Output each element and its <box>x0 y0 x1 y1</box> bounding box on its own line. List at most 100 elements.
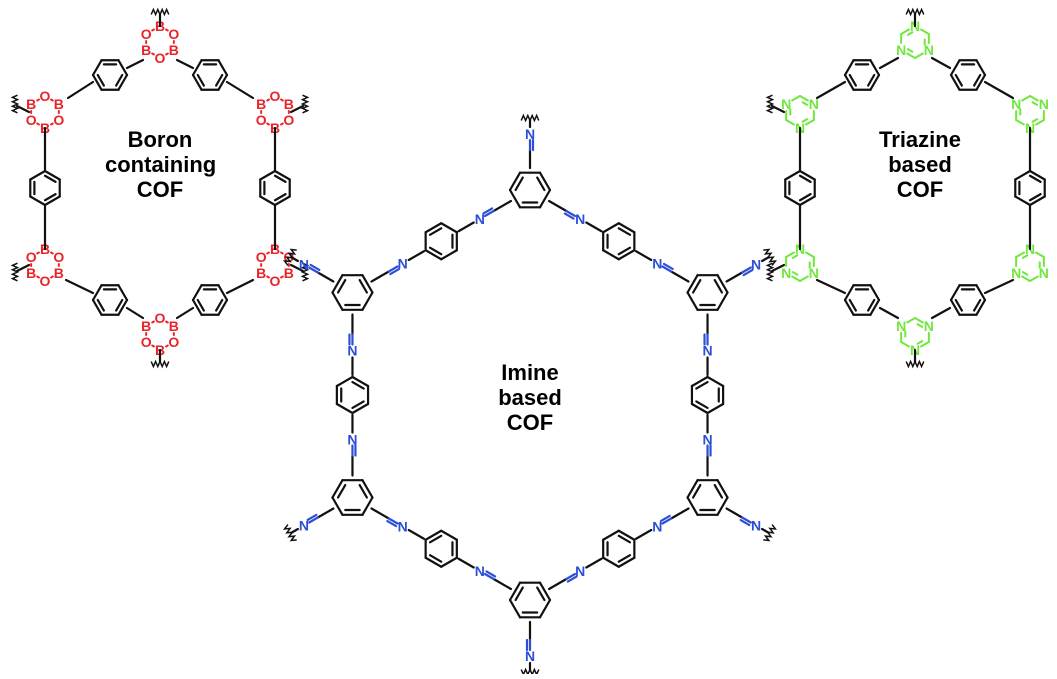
triazine-ring-bond <box>906 31 914 36</box>
triazine-ring-bond <box>1021 275 1031 282</box>
triazine-ring-bond <box>920 341 930 348</box>
imine-cof-label-line2: based <box>498 385 562 410</box>
imine-double-bond <box>483 209 495 218</box>
imine-cof-label: Imine based COF <box>485 360 575 435</box>
imine-double-bond <box>387 517 399 525</box>
imine-double-bond <box>389 267 401 276</box>
boroxine-ring-bond <box>36 122 40 126</box>
imine-single-bond <box>634 528 653 540</box>
boroxine-ring-atom: O <box>26 249 37 265</box>
terminal-bond <box>770 104 786 114</box>
triazine-ring-bond <box>906 317 916 324</box>
imine-double-bond <box>485 570 497 578</box>
imine-nitrogen: N <box>652 256 662 272</box>
boroxine-ring-atom: O <box>40 273 51 289</box>
node-bond <box>547 577 568 591</box>
imine-double-bond <box>565 572 577 581</box>
boroxine-ring-atom: O <box>155 50 166 66</box>
boroxine-ring-bond <box>165 28 169 32</box>
wavy-bond-icon <box>10 262 20 282</box>
phenylene-ring <box>843 284 881 316</box>
phenylene-linker <box>690 375 725 415</box>
imine-nitrogen: N <box>475 563 485 579</box>
triazine-ring-atom: N <box>896 42 906 58</box>
boroxine-ring-atom: O <box>26 112 37 128</box>
triazine-ring-atom: N <box>781 265 791 281</box>
node-bond <box>670 507 690 520</box>
imine-nitrogen: N <box>398 519 408 535</box>
boroxine-ring-atom: O <box>40 88 51 104</box>
triazine-cof-label: Triazine based COF <box>865 127 975 202</box>
imine-double-bond <box>483 572 495 581</box>
phenylene-ring <box>949 59 987 91</box>
imine-nitrogen: N <box>299 518 309 534</box>
imine-double-bond <box>742 268 754 277</box>
imine-double-bond <box>566 575 578 583</box>
boroxine-ring-atom: B <box>141 42 151 58</box>
triazine-ring-atom: N <box>1011 265 1021 281</box>
boroxine-ring-bond <box>36 251 40 255</box>
boron-cof-label-line3: COF <box>136 177 184 202</box>
wavy-bond-icon <box>763 524 778 542</box>
imine-double-bond <box>662 262 674 271</box>
imine-nitrogen: N <box>575 211 585 227</box>
wavy-bond-icon <box>765 262 775 282</box>
node-bond <box>316 507 335 519</box>
wavy-bond-icon <box>282 524 297 542</box>
node-bond <box>492 577 513 591</box>
boroxine-ring-bond <box>280 251 284 255</box>
wavy-bond-icon <box>520 667 540 677</box>
phenylene-linker <box>602 529 636 568</box>
benzene-node <box>331 274 374 311</box>
wavy-bond-icon <box>905 359 925 369</box>
triazine-ring-bond <box>1031 118 1039 123</box>
wavy-bond-icon <box>300 262 310 282</box>
wavy-bond-icon <box>520 113 540 123</box>
boroxine-ring-bond <box>165 52 169 56</box>
triazine-cof-label-line2: based <box>888 152 952 177</box>
imine-nitrogen: N <box>525 648 535 664</box>
benzene-node <box>508 171 552 209</box>
triazine-ring-bond <box>1029 95 1039 102</box>
linker-bond <box>930 306 952 320</box>
imine-nitrogen: N <box>575 563 585 579</box>
boron-cof-label: Boron containing COF <box>105 127 216 202</box>
boroxine-ring-bond <box>266 251 270 255</box>
triazine-ring-atom: N <box>896 318 906 334</box>
boroxine-ring-atom: O <box>270 88 281 104</box>
triazine-ring-bond <box>785 251 795 258</box>
triazine-ring-bond <box>791 275 801 282</box>
triazine-ring-bond <box>906 48 914 53</box>
triazine-ring-atom: N <box>1011 96 1021 112</box>
boroxine-ring-atom: O <box>155 310 166 326</box>
imine-nitrogen: N <box>475 211 485 227</box>
boroxine-ring-atom: O <box>168 26 179 42</box>
boroxine-ring-bond <box>151 320 155 324</box>
boroxine-ring-atom: B <box>26 96 36 112</box>
triazine-ring-bond <box>801 101 809 106</box>
boroxine-ring-atom: B <box>141 318 151 334</box>
triazine-ring-bond <box>1035 251 1045 258</box>
wavy-bond-icon <box>150 359 170 369</box>
triazine-ring-bond <box>1021 254 1029 259</box>
imine-nitrogen: N <box>398 256 408 272</box>
linker-bond <box>815 278 847 295</box>
imine-nitrogen: N <box>751 518 761 534</box>
triazine-ring-bond <box>799 95 809 102</box>
node-bond <box>725 271 744 283</box>
boroxine-ring-atom: O <box>270 273 281 289</box>
triazine-ring-bond <box>1035 119 1045 126</box>
triazine-ring-atom: N <box>809 265 819 281</box>
linker-bond <box>175 306 195 320</box>
triazine-ring-bond <box>906 52 916 59</box>
triazine-ring-bond <box>900 341 910 348</box>
boroxine-ring-bond <box>50 251 54 255</box>
boroxine-ring-atom: B <box>54 96 64 112</box>
triazine-ring-bond <box>1031 101 1039 106</box>
node-bond <box>547 199 568 213</box>
imine-nitrogen: N <box>299 257 309 273</box>
boroxine-ring-bond <box>151 344 155 348</box>
triazine-ring-bond <box>785 119 795 126</box>
